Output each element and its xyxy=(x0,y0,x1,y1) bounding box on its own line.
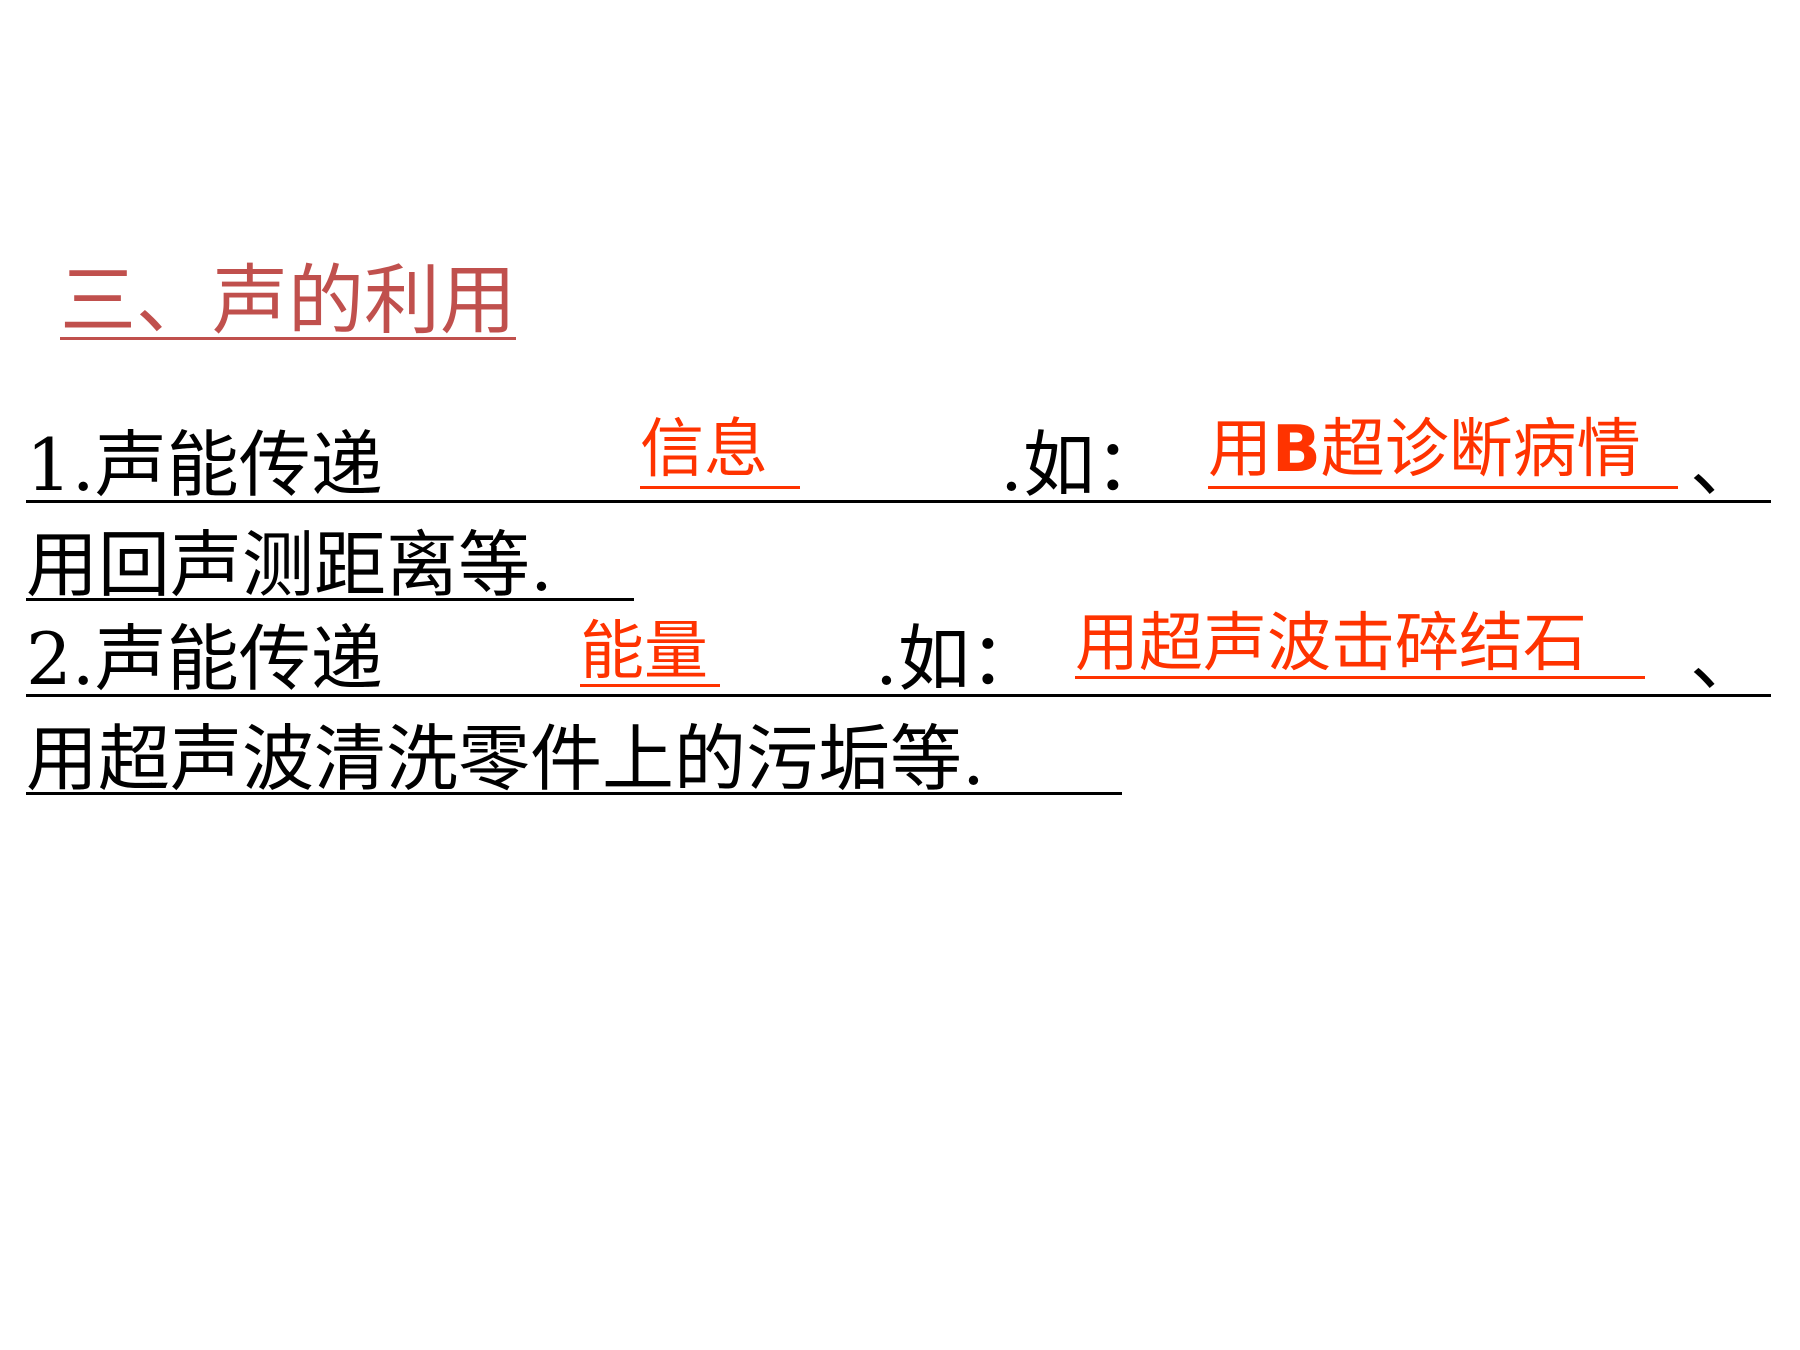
item1-continuation: 用回声测距离等. xyxy=(26,523,553,607)
item1-line1-underline xyxy=(26,500,1771,503)
item1-prefix: 声能传递 xyxy=(94,423,383,507)
item2-prefix: 声能传递 xyxy=(94,617,383,701)
item2-continuation: 用超声波清洗零件上的污垢等. xyxy=(26,717,985,801)
item2-line1-underline xyxy=(26,694,1771,697)
item2-number: 2. xyxy=(26,617,95,701)
item1-example-answer: 用B超诊断病情 xyxy=(1208,410,1641,490)
item1-example-part1: 用 xyxy=(1208,413,1272,487)
item1-number-prefix: 1.声能传递 xyxy=(26,420,383,510)
item1-line2-underline xyxy=(26,598,634,601)
item2-answer-underline xyxy=(580,684,720,687)
item2-line2-underline xyxy=(26,792,1122,795)
item1-example-part2: 超诊断病情 xyxy=(1320,413,1641,487)
item2-answer: 能量 xyxy=(580,615,708,689)
item1-answer-underline xyxy=(640,486,800,489)
item2-mid: .如： xyxy=(875,617,1042,701)
item2-example-underline xyxy=(1075,676,1645,679)
item1-example-underline xyxy=(1208,486,1678,489)
item1-answer: 信息 xyxy=(640,413,768,487)
item1-sep: 、 xyxy=(1690,423,1763,507)
item1-example-bold: B xyxy=(1272,413,1321,487)
item1-mid: .如： xyxy=(1000,423,1167,507)
item2-sep: 、 xyxy=(1690,617,1763,701)
section-heading: 三、声的利用 xyxy=(60,256,516,345)
item1-number: 1. xyxy=(26,423,95,507)
item2-example-answer: 用超声波击碎结石 xyxy=(1075,607,1587,681)
item2-number-prefix: 2.声能传递 xyxy=(26,614,383,704)
